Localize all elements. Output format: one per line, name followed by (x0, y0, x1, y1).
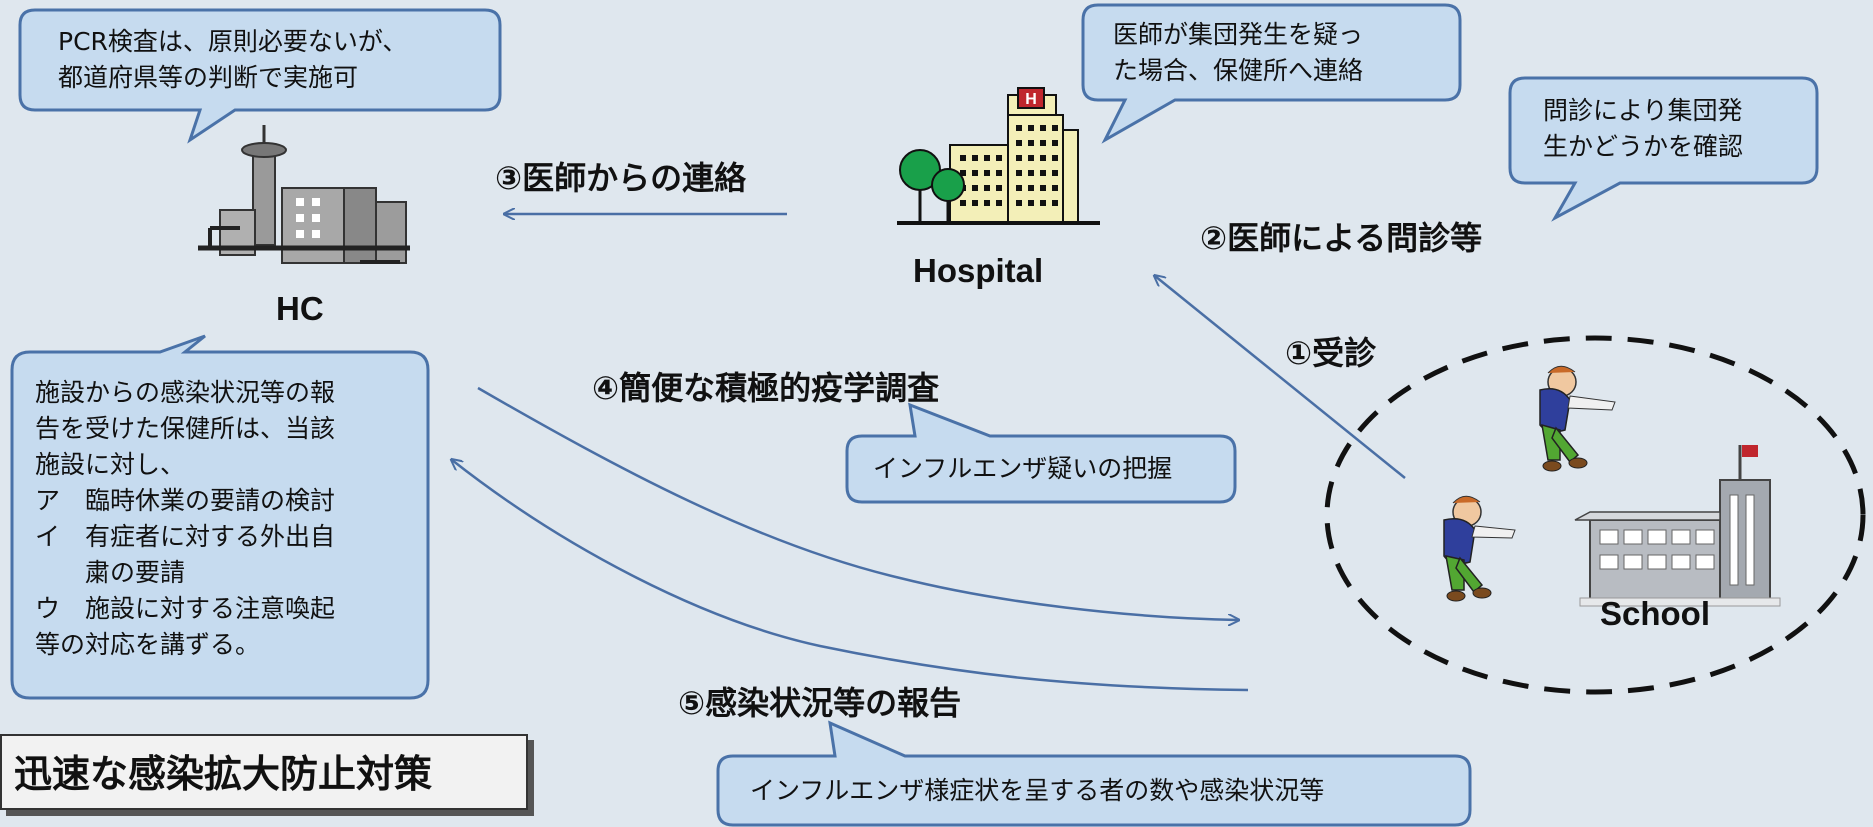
hc-action-line: イ 有症者に対する外出自 (35, 522, 336, 551)
pcr-bubble-line-2: 都道府県等の判断で実施可 (58, 63, 359, 92)
title-box: 迅速な感染拡大防止対策 (0, 734, 528, 810)
doctor-suspect-line-2: た場合、保健所へ連絡 (1113, 56, 1364, 85)
pcr-bubble (18, 8, 502, 144)
hc-building-icon (198, 125, 410, 264)
hc-action-line: ア 臨時休業の要請の検討 (35, 486, 336, 515)
person-sneezing-icon (1443, 495, 1516, 602)
person-sneezing-icon (1539, 365, 1616, 472)
influenza-count-bubble (716, 720, 1472, 827)
svg-text:H: H (1025, 91, 1037, 108)
arrow-hc-to-school (477, 386, 1238, 620)
school-icon (1574, 445, 1781, 607)
hc-action-line: ウ 施設に対する注意喚起 (35, 594, 336, 623)
influenza-grasp-text: インフルエンザ疑いの把握 (873, 454, 1173, 483)
influenza-count-text: インフルエンザ様症状を呈する者の数や感染状況等 (750, 776, 1325, 805)
hc-action-line: 等の対応を講ずる。 (35, 630, 261, 659)
step-5-report: ⑤感染状況等の報告 (678, 684, 962, 722)
doctor-suspect-line-1: 医師が集団発生を疑っ (1113, 20, 1364, 49)
school-label: School (1600, 595, 1711, 632)
school-boundary (1324, 335, 1866, 695)
influenza-grasp-bubble (845, 402, 1237, 504)
step-2-interview: ②医師による問診等 (1200, 219, 1483, 257)
hospital-label: Hospital (913, 252, 1044, 289)
hc-action-line: 施設からの感染状況等の報 (35, 378, 336, 407)
step-3-contact: ③医師からの連絡 (495, 159, 747, 197)
pcr-bubble-line-1: PCR検査は、原則必要ないが、 (58, 27, 408, 56)
hc-action-line: 粛の要請 (35, 558, 186, 587)
hc-label: HC (276, 290, 324, 327)
interview-bubble (1508, 76, 1819, 222)
step-1-visit: ①受診 (1285, 334, 1377, 372)
interview-line-1: 問診により集団発 (1543, 96, 1743, 125)
hospital-icon: H (897, 87, 1100, 225)
doctor-suspect-bubble (1081, 3, 1462, 144)
hc-action-line: 施設に対し、 (35, 450, 186, 479)
hc-action-text: 施設からの感染状況等の報 告を受けた保健所は、当該 施設に対し、 ア 臨時休業の… (35, 375, 335, 663)
interview-line-2: 生かどうかを確認 (1543, 132, 1744, 161)
hc-action-line: 告を受けた保健所は、当該 (35, 414, 336, 443)
hc-action-bubble (10, 334, 430, 700)
arrow-school-to-hospital (1155, 276, 1406, 479)
step-4-survey: ④簡便な積極的疫学調査 (592, 369, 940, 407)
arrow-school-to-hc (452, 460, 1249, 692)
